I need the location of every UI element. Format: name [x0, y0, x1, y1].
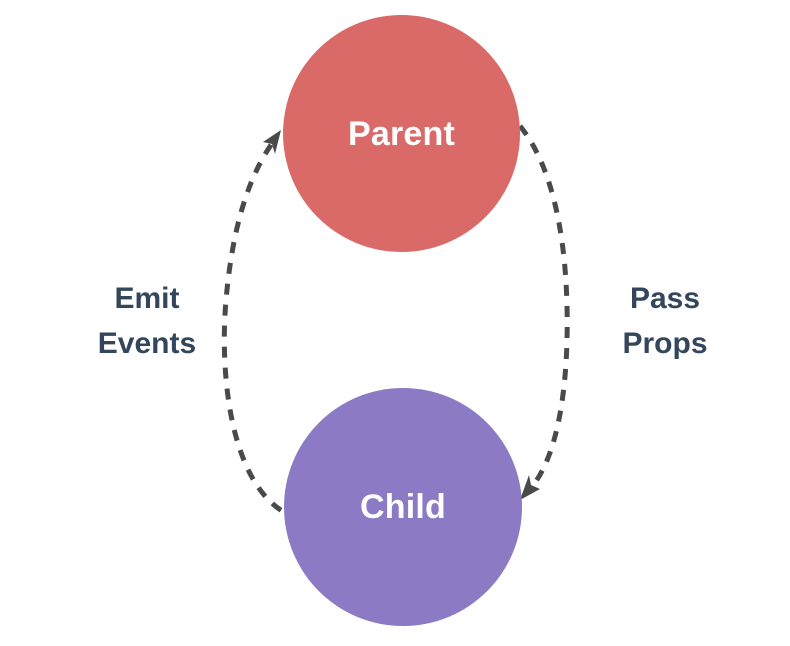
node-parent-label: Parent: [347, 114, 456, 153]
node-parent[interactable]: Parent: [283, 15, 520, 252]
emit-events-curve: [221, 136, 301, 522]
pass-props-arrowhead: [520, 475, 540, 500]
edge-label-pass-props: Pass Props: [622, 282, 708, 360]
edge-label-emit-events: Emit Events: [97, 282, 197, 360]
pass-props-curve: [518, 124, 570, 494]
node-child-label: Child: [360, 488, 446, 526]
node-child[interactable]: Child: [284, 388, 522, 626]
emit-events-arrowhead: [263, 130, 281, 154]
